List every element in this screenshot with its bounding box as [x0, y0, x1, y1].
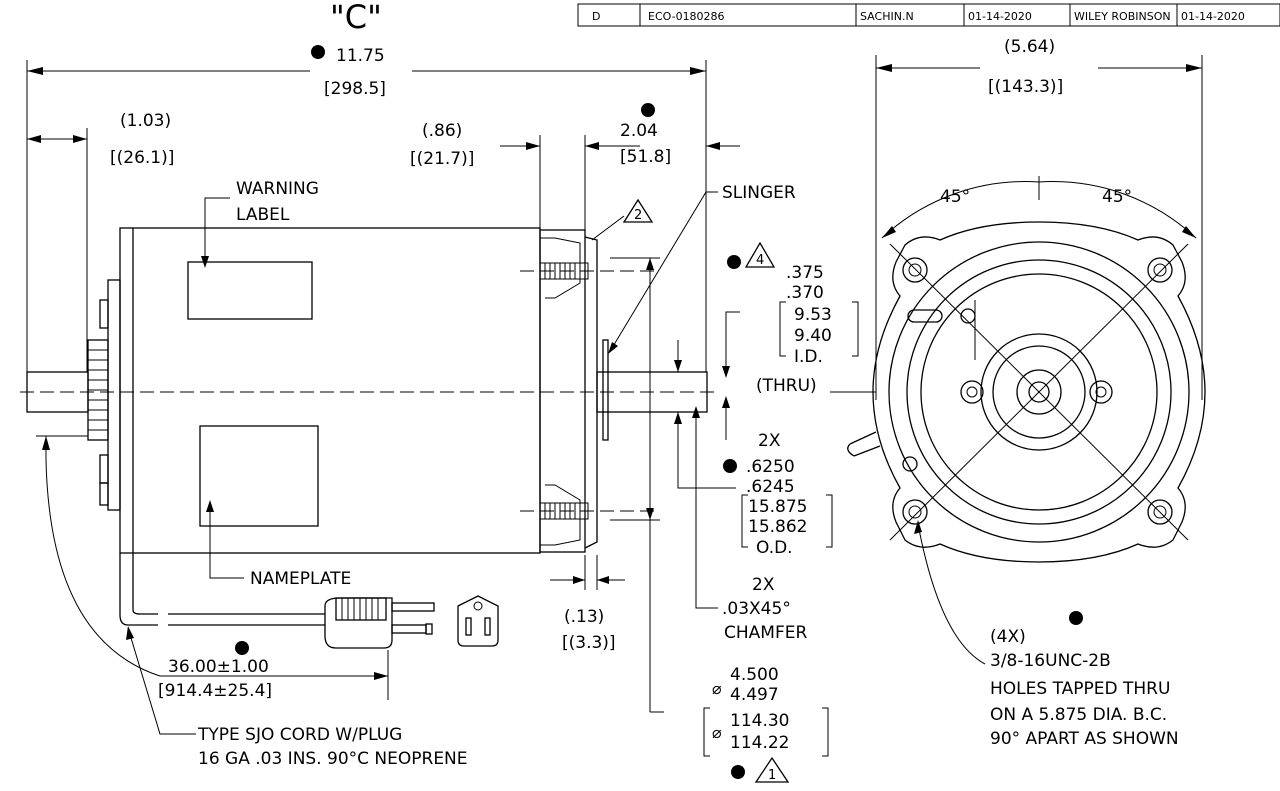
shaft-extension-dim: 2.04 [51.8]: [620, 103, 740, 167]
svg-text:90° APART AS SHOWN: 90° APART AS SHOWN: [990, 729, 1179, 749]
svg-text:15.862: 15.862: [748, 517, 807, 537]
svg-text:[(26.1)]: [(26.1)]: [110, 148, 174, 168]
rev-drawn-by: SACHIN.N: [860, 10, 914, 23]
svg-text:(.86): (.86): [422, 121, 462, 141]
cord-callout: TYPE SJO CORD W/PLUG 16 GA .03 INS. 90°C…: [126, 626, 468, 769]
svg-text:.370: .370: [786, 283, 824, 303]
svg-text:4.500: 4.500: [730, 665, 779, 685]
rev-approved-by: WILEY ROBINSON: [1074, 10, 1171, 23]
cord-length-dim: 36.00±1.00 [914.4±25.4]: [36, 435, 389, 701]
svg-text:11.75: 11.75: [336, 46, 385, 66]
revision-table: D ECO-0180286 SACHIN.N 01-14-2020 WILEY …: [577, 3, 1280, 27]
front-width-dim: (5.64) [(143.3)]: [875, 37, 1203, 400]
slinger-gap-dim: (.13) [(3.3)]: [550, 555, 625, 653]
svg-text:HOLES TAPPED THRU: HOLES TAPPED THRU: [990, 679, 1170, 699]
note-2-triangle: 2: [591, 198, 654, 241]
svg-text:114.22: 114.22: [730, 733, 789, 753]
svg-text:4.497: 4.497: [730, 685, 779, 705]
rev-letter: D: [592, 10, 600, 23]
svg-text:LABEL: LABEL: [236, 205, 290, 225]
svg-text:O.D.: O.D.: [756, 538, 793, 558]
rev-drawn-date: 01-14-2020: [968, 10, 1032, 23]
svg-text:3/8-16UNC-2B: 3/8-16UNC-2B: [990, 651, 1111, 671]
svg-text:(4X): (4X): [990, 627, 1026, 647]
overall-length-dim: 11.75 [298.5]: [26, 45, 707, 372]
svg-text:(5.64): (5.64): [1004, 37, 1055, 57]
svg-text:36.00±1.00: 36.00±1.00: [168, 657, 269, 677]
svg-text:45°: 45°: [940, 187, 970, 207]
bore-dim: 4 .375 .370 9.53 9.40 I.D. (THRU): [722, 241, 876, 440]
svg-text:1: 1: [768, 768, 776, 783]
svg-text:[914.4±25.4]: [914.4±25.4]: [158, 681, 272, 701]
svg-text:(THRU): (THRU): [756, 376, 817, 396]
svg-text:9.53: 9.53: [794, 305, 832, 325]
tapped-holes-callout: (4X) 3/8-16UNC-2B HOLES TAPPED THRU ON A…: [914, 520, 1179, 749]
svg-text:[298.5]: [298.5]: [324, 79, 386, 99]
svg-text:.375: .375: [786, 263, 824, 283]
svg-text:.6245: .6245: [746, 477, 795, 497]
svg-text:TYPE SJO CORD W/PLUG: TYPE SJO CORD W/PLUG: [197, 725, 402, 745]
svg-text:⌀: ⌀: [712, 723, 722, 742]
svg-text:CHAMFER: CHAMFER: [724, 623, 807, 643]
svg-text:9.40: 9.40: [794, 326, 832, 346]
cord-and-plug: [168, 595, 499, 649]
rear-shaft-dim: (1.03) [(26.1)]: [27, 111, 174, 372]
face-depth-dim: (.86) [(21.7)]: [410, 121, 640, 230]
svg-text:[(3.3)]: [(3.3)]: [562, 633, 616, 653]
svg-text:45°: 45°: [1102, 187, 1132, 207]
od-dim: 2X .6250 .6245 15.875 15.862 O.D.: [674, 340, 833, 558]
svg-text:[51.8]: [51.8]: [620, 147, 671, 167]
view-label: "C": [330, 0, 382, 36]
svg-text:[(143.3)]: [(143.3)]: [988, 77, 1063, 97]
svg-text:SLINGER: SLINGER: [722, 183, 796, 203]
svg-text:114.30: 114.30: [730, 711, 789, 731]
angle-dims: 45° 45°: [881, 176, 1197, 239]
rev-eco: ECO-0180286: [648, 10, 725, 23]
nameplate-callout: NAMEPLATE: [206, 500, 351, 589]
svg-text:ON A 5.875 DIA. B.C.: ON A 5.875 DIA. B.C.: [990, 705, 1167, 725]
svg-text:WARNING: WARNING: [236, 179, 319, 199]
svg-text:(.13): (.13): [564, 607, 604, 627]
svg-text:2X: 2X: [752, 575, 775, 595]
svg-text:[(21.7)]: [(21.7)]: [410, 149, 474, 169]
svg-text:.03X45°: .03X45°: [722, 599, 791, 619]
rev-approved-date: 01-14-2020: [1181, 10, 1245, 23]
svg-text:(1.03): (1.03): [120, 111, 171, 131]
svg-text:4: 4: [756, 253, 764, 268]
svg-text:I.D.: I.D.: [794, 347, 823, 367]
motor-side-view: [20, 227, 720, 626]
chamfer-callout: 2X .03X45° CHAMFER: [692, 406, 807, 643]
svg-text:2.04: 2.04: [620, 121, 658, 141]
warning-label-callout: WARNING LABEL: [201, 179, 319, 268]
svg-text:⌀: ⌀: [712, 679, 722, 698]
svg-text:.6250: .6250: [746, 457, 795, 477]
svg-text:NAMEPLATE: NAMEPLATE: [250, 569, 351, 589]
svg-text:2X: 2X: [758, 431, 781, 451]
slinger-callout: SLINGER: [608, 183, 796, 354]
svg-text:16 GA .03 INS. 90°C NEOPRENE: 16 GA .03 INS. 90°C NEOPRENE: [198, 749, 468, 769]
motor-front-view: [847, 221, 1206, 563]
svg-text:15.875: 15.875: [748, 497, 807, 517]
pilot-dim: ⌀ 4.500 4.497 ⌀ 114.30 114.22 1: [610, 257, 829, 783]
svg-text:2: 2: [634, 208, 642, 223]
